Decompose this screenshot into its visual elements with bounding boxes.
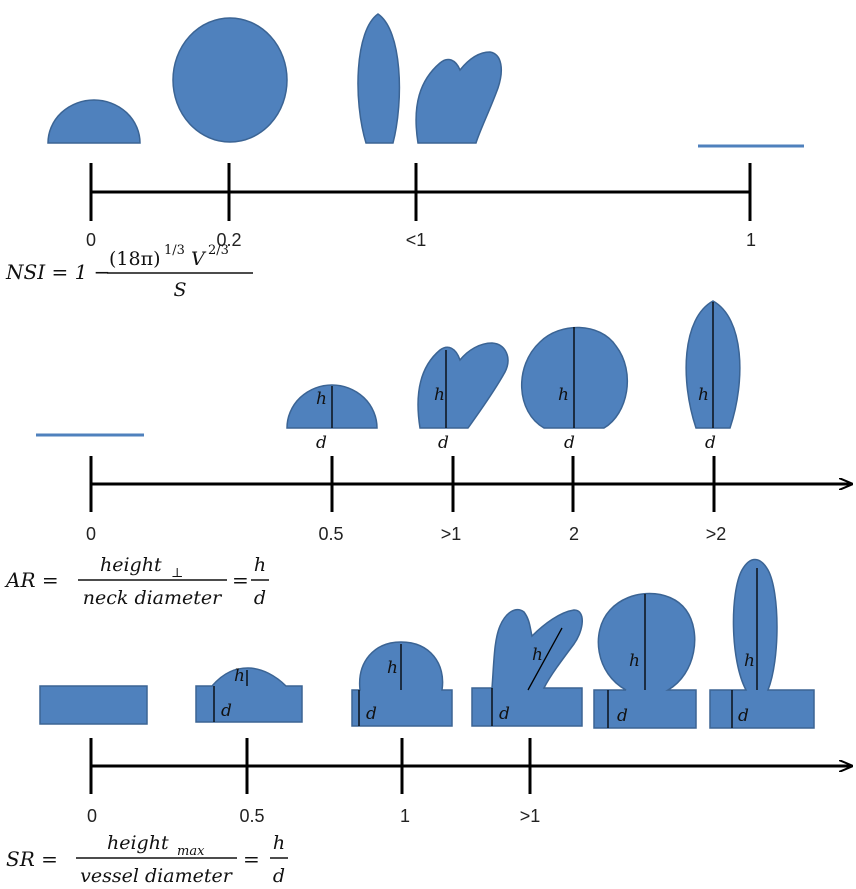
sr-d-label: d: [221, 701, 232, 721]
ar-tick-label: >2: [706, 524, 727, 544]
ar-h-label: h: [316, 389, 327, 409]
sr-ellipsoid-shape: [709, 558, 815, 729]
sr-formula-den2: d: [273, 865, 285, 887]
sr-formula-num1: height: [107, 832, 169, 854]
sr-h-label: h: [387, 658, 398, 678]
ar-h-label: h: [434, 385, 445, 405]
sr-panel: h d h d h d h d h d 0 0.5 1 >1 SR = heig…: [6, 558, 852, 887]
sr-h-label: h: [532, 645, 543, 665]
nsi-tick-label: 0: [86, 230, 96, 250]
nsi-tick-label: 1: [746, 230, 756, 250]
sr-d-label: d: [366, 704, 377, 724]
sr-small-bleb-shape: [195, 667, 303, 723]
nsi-ellipsoid-shape: [357, 13, 401, 144]
sr-h-label: h: [234, 666, 245, 686]
nsi-sphere-shape: [172, 17, 288, 143]
nsi-formula-numerator-exp1: 1/3: [164, 243, 185, 258]
ar-formula-lhs: AR =: [4, 568, 59, 592]
nsi-lobulated-shape: [415, 51, 503, 144]
sr-vessel-only-shape: [39, 685, 148, 725]
ar-h-label: h: [698, 385, 709, 405]
sr-h-label: h: [629, 651, 640, 671]
nsi-tick-label: <1: [406, 230, 427, 250]
nsi-formula-numerator-exp2: 2/3: [208, 243, 229, 258]
sr-d-label: d: [499, 704, 510, 724]
sr-lobulated-shape: [471, 608, 583, 727]
sr-hemisphere-shape: [351, 641, 453, 727]
ar-formula-num2: h: [254, 554, 266, 576]
ar-ellipsoid-shape: [685, 300, 741, 429]
nsi-hemisphere-shape: [47, 99, 141, 144]
sr-tick-label: 0: [87, 806, 97, 826]
sr-tick-label: 1: [400, 806, 410, 826]
ar-hemisphere-shape: [286, 384, 378, 429]
ar-formula-eq: =: [232, 568, 249, 592]
ar-formula-den1: neck diameter: [83, 587, 223, 609]
ar-tick-label: 0: [86, 524, 96, 544]
nsi-panel: 0 0.2 <1 1 NSI = 1 − (18π) 1/3 V 2/3 S: [5, 13, 804, 301]
sr-h-label: h: [744, 651, 755, 671]
ar-sphere-shape: [520, 326, 629, 429]
sr-formula-den1: vessel diameter: [80, 865, 234, 887]
ar-formula-num1: height: [100, 554, 162, 576]
ar-d-label: d: [564, 433, 575, 453]
nsi-tick-label: 0.2: [216, 230, 241, 250]
nsi-formula-lhs: NSI = 1 −: [5, 260, 110, 284]
ar-formula-den2: d: [254, 587, 266, 609]
sr-d-label: d: [738, 706, 749, 726]
sr-formula-num1-sub: max: [177, 844, 205, 859]
nsi-formula-numerator-base: (18π): [109, 248, 161, 270]
ar-formula-num1-sub: ⊥: [171, 566, 183, 581]
ar-h-label: h: [558, 385, 569, 405]
ar-d-label: d: [438, 433, 449, 453]
nsi-formula-numerator-var: V: [191, 248, 207, 270]
sr-formula: SR = height max vessel diameter = h d: [6, 832, 288, 887]
ar-tick-label: 2: [569, 524, 579, 544]
ar-d-label: d: [316, 433, 327, 453]
nsi-formula: NSI = 1 − (18π) 1/3 V 2/3 S: [5, 243, 253, 301]
sr-formula-num2: h: [273, 832, 285, 854]
ar-lobulated-shape: [417, 342, 509, 429]
ar-tick-label: >1: [441, 524, 462, 544]
ar-panel: h d h d h d h d 0 0.5 >1 2 >2 AR = heigh…: [4, 300, 852, 609]
nsi-formula-denominator: S: [173, 279, 186, 301]
sr-tick-label: >1: [520, 806, 541, 826]
ar-tick-label: 0.5: [318, 524, 343, 544]
sr-formula-eq: =: [243, 847, 260, 871]
ar-formula: AR = height ⊥ neck diameter = h d: [4, 554, 269, 609]
sr-d-label: d: [617, 706, 628, 726]
ar-d-label: d: [705, 433, 716, 453]
sr-tick-label: 0.5: [239, 806, 264, 826]
sr-sphere-shape: [593, 592, 697, 729]
sr-formula-lhs: SR =: [6, 847, 58, 871]
